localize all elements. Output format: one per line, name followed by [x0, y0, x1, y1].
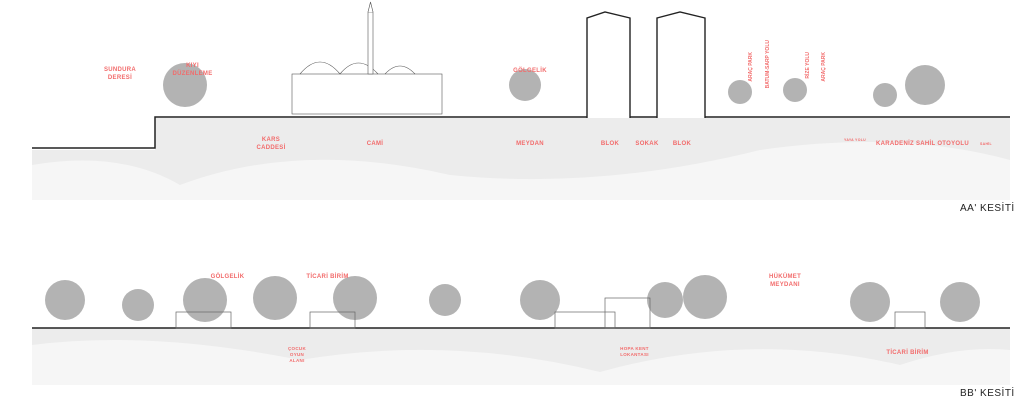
trees [45, 63, 980, 322]
bb-soil-lower [32, 340, 1010, 385]
mosque [291, 1, 443, 115]
label-karadeniz-sahil-otoyolu: KARADENİZ SAHİL OTOYOLU [875, 141, 969, 147]
label-kiyi-duzenleme: KIYI DÜZENLEME [172, 63, 213, 77]
aa-ground-line [32, 116, 1010, 149]
label-meydan: MEYDAN [516, 141, 544, 147]
label-ticari-birim-2: TİCARİ BİRİM [886, 350, 929, 356]
vlabel-batum-sarp-yolu: BATUM-SARP YOLU [765, 40, 771, 89]
label-kars-caddesi: KARS CADDESİ [256, 137, 286, 151]
vlabel-rize-yolu: RİZE YOLU [805, 52, 811, 79]
label-golgelik-bb: GÖLGELİK [210, 274, 245, 280]
label-sahil: SAHİL [980, 142, 992, 146]
label-blok-1: BLOK [600, 141, 620, 147]
pavilions [175, 297, 926, 329]
label-blok-2: BLOK [672, 141, 692, 147]
title-aa-section: AA' KESİTİ [960, 203, 1015, 214]
vlabel-arac-park-2: ARAÇ PARK [821, 52, 827, 82]
label-cocuk-oyun-alani: ÇOCUK OYUN ALANI [288, 346, 306, 363]
label-ticari-birim-1: TİCARİ BİRİM [306, 274, 349, 280]
label-cami: CAMİ [366, 141, 384, 147]
vlabel-arac-park-1: ARAÇ PARK [748, 52, 754, 82]
aa-soil-lower [32, 142, 1010, 200]
label-sokak: SOKAK [635, 141, 659, 147]
label-yaya-yolu: YAYA YOLU [844, 138, 866, 142]
label-golgelik: GÖLGELİK [513, 68, 547, 74]
apartment-blocks [586, 11, 706, 118]
title-bb-section: BB' KESİTİ [960, 388, 1015, 399]
label-hukumet-meydani: HÜKÜMET MEYDANI [768, 274, 802, 288]
label-sundura-deresi: SUNDURA DERESİ [103, 67, 137, 81]
label-hopa-kent-lokantasi: HOPA KENT LOKANTASI [620, 346, 649, 357]
